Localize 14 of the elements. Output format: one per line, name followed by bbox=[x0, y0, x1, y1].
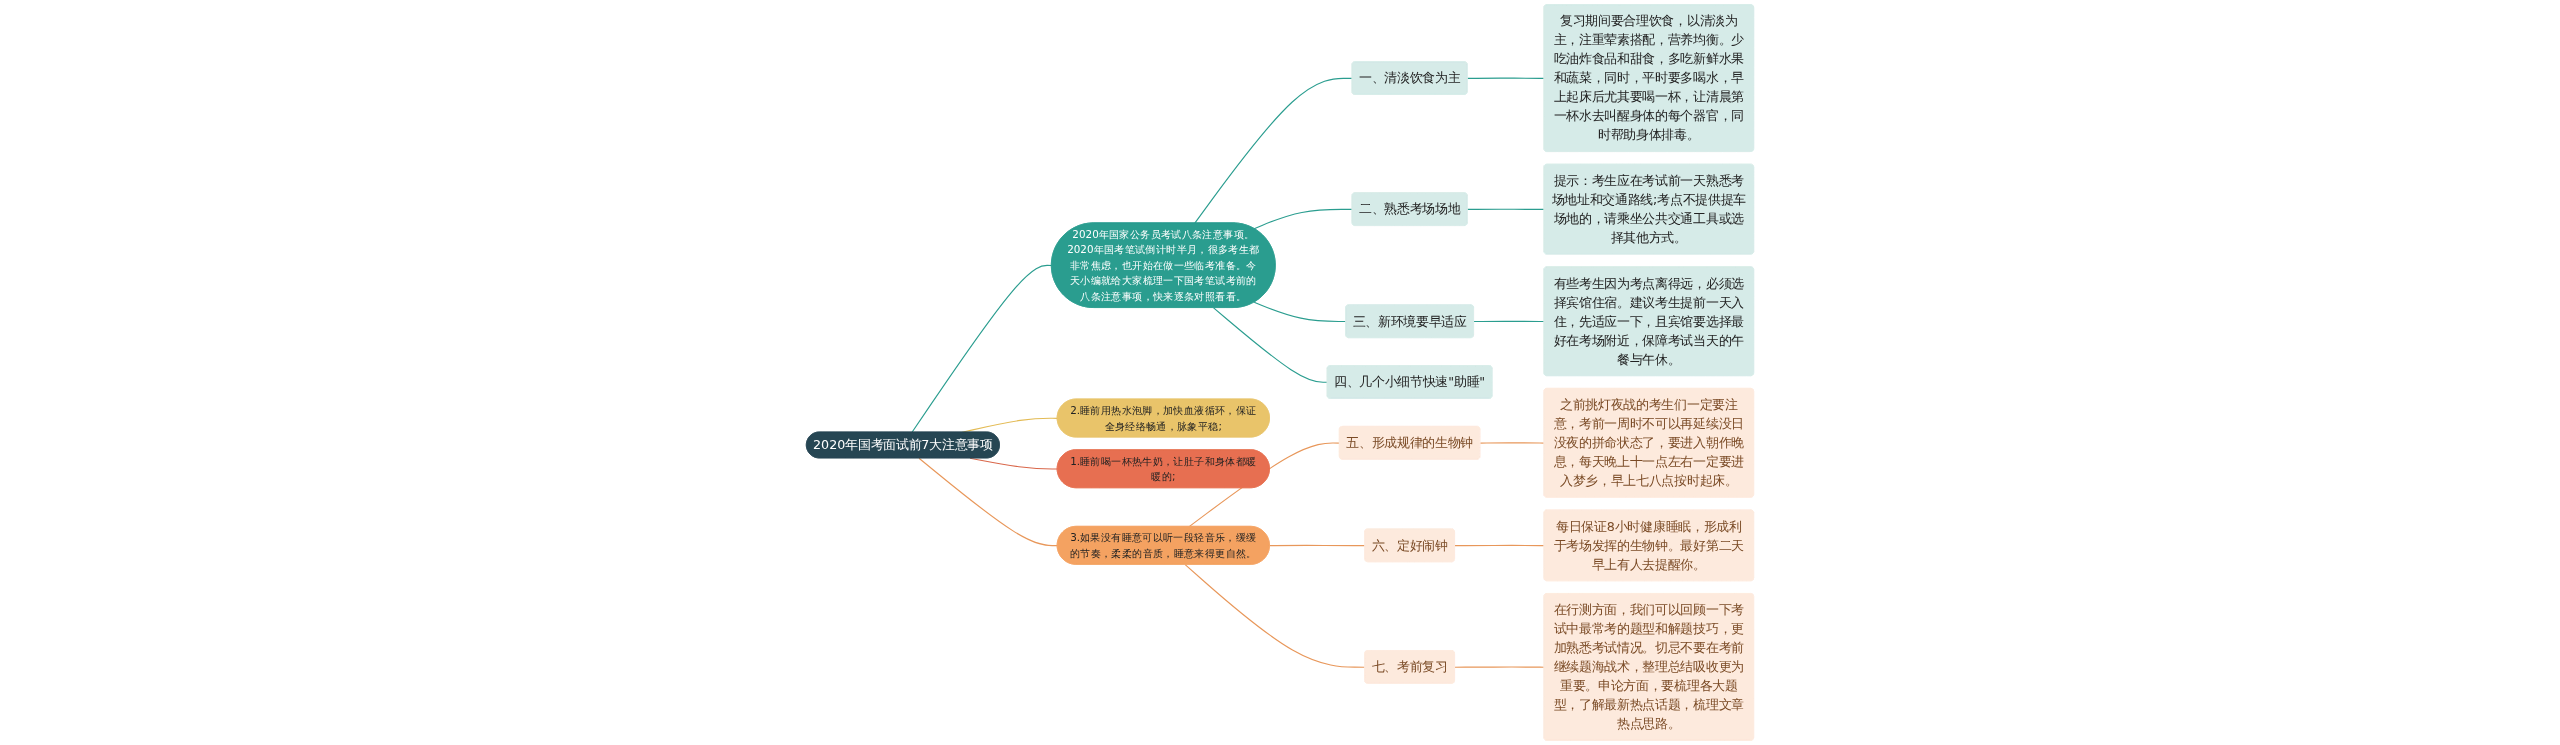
connector bbox=[1466, 208, 1545, 210]
connector bbox=[1253, 208, 1353, 230]
connector bbox=[918, 457, 1059, 547]
connector bbox=[1194, 77, 1353, 224]
connector bbox=[1473, 320, 1545, 323]
connector bbox=[1269, 544, 1366, 547]
connector bbox=[1213, 307, 1328, 383]
connector bbox=[1253, 301, 1347, 323]
connector bbox=[1479, 442, 1545, 444]
connector bbox=[1454, 544, 1545, 547]
connector bbox=[1454, 666, 1545, 668]
connector bbox=[911, 264, 1053, 433]
connector bbox=[1466, 77, 1545, 79]
connector bbox=[1184, 564, 1366, 668]
